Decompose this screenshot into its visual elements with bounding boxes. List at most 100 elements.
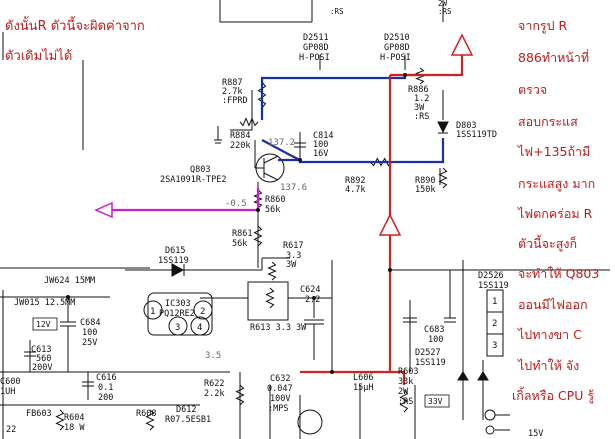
- top-2w-label: 2W: [438, 0, 448, 8]
- c616-value: 0.1: [98, 383, 113, 393]
- magenta-arrow-left: [94, 201, 113, 219]
- fb603-label: FB603: [26, 409, 52, 419]
- annotation-line: กระแสสูง มาก: [518, 176, 595, 192]
- d2510-mode: H-POSI: [380, 53, 411, 63]
- annotation-line: ออนมีไฟออก: [518, 297, 588, 312]
- c814-value: 100: [313, 140, 328, 150]
- d2526-name: D2526: [478, 271, 504, 281]
- l606-name: L606: [353, 373, 373, 383]
- d2511-part: GP08D: [303, 43, 329, 53]
- r603-resistor: [399, 389, 409, 413]
- annotation-line: 886ทำหน้าที่: [518, 49, 589, 65]
- annotation-line: ไฟตกคร่อม R: [517, 206, 593, 221]
- d803-part: 1SS119TD: [456, 130, 497, 140]
- top-rs-label: :RS: [330, 7, 344, 16]
- r604-label: R604: [64, 413, 84, 423]
- r22-label: 22: [6, 425, 16, 435]
- w18-label: 18 W: [64, 423, 85, 433]
- c632-name: C632: [270, 374, 290, 384]
- r884-value: 220k: [230, 141, 250, 151]
- r617-resistor: [267, 261, 277, 281]
- voltage-137-2: 137.2: [268, 138, 295, 148]
- d2527-part: 1SS119: [415, 358, 446, 368]
- r613-label: R613 3.3 3W: [250, 323, 307, 333]
- r860-name: R860: [265, 195, 285, 205]
- r622-resistor: [235, 384, 245, 406]
- r603-value: 33k: [398, 377, 413, 387]
- one-uh-label: 1UH: [0, 387, 15, 397]
- d2511-name: D2511: [303, 33, 329, 43]
- jw624-label: JW624 15MM: [44, 276, 95, 286]
- d2510-name: D2510: [384, 33, 410, 43]
- blue-trace: [260, 73, 420, 120]
- c624-value: 2.2: [305, 295, 320, 305]
- r861-resistor: [253, 225, 263, 247]
- ic303-name: IC303: [165, 299, 191, 309]
- c684-name: C684: [80, 318, 100, 328]
- voltage-neg-0-5: -0.5: [225, 199, 247, 209]
- c684-value: 100: [82, 328, 97, 338]
- r860-resistor: [253, 189, 263, 209]
- d803-name: D803: [456, 121, 476, 131]
- c814-voltage: 16V: [313, 149, 328, 159]
- r860-value: 56k: [265, 205, 280, 215]
- r622-name: R622: [204, 379, 224, 389]
- c613-value: 560: [36, 354, 51, 364]
- c600-label: C600: [0, 377, 20, 387]
- c632-value: 0.047: [267, 384, 293, 394]
- ic-pin-4: 4: [197, 323, 202, 333]
- r622-value: 2.2k: [204, 389, 224, 399]
- d615-name: D615: [165, 246, 185, 256]
- voltage-12v-tag: 12V: [36, 320, 51, 329]
- c683-name: C683: [424, 325, 444, 335]
- voltage-15v: 15V: [528, 429, 543, 439]
- annotation-right: จากรูป R 886ทำหน้าที่ ตรวจ สอบกระแส ไฟ+1…: [512, 18, 599, 404]
- r604-resistor: [55, 409, 65, 431]
- voltage-3-5: 3.5: [205, 351, 221, 361]
- r608-label: R608: [136, 409, 156, 419]
- r886-power: 3W: [414, 103, 425, 113]
- ic303-part: PQ12RE2: [159, 309, 195, 319]
- r861-value: 56k: [232, 239, 247, 249]
- r890-resistor: [438, 167, 448, 189]
- d2511-mode: H-POSI: [299, 53, 330, 63]
- l606-value: 15μH: [353, 383, 373, 393]
- c616-name: C616: [96, 373, 116, 383]
- jw015-label: JW015 12.5MM: [14, 298, 75, 308]
- r884-name: R884: [230, 131, 250, 141]
- c616-voltage: 200: [98, 393, 113, 403]
- c613-voltage: 200V: [32, 363, 52, 373]
- voltage-33v-tag-box: [424, 394, 450, 408]
- c683-value: 100: [428, 335, 443, 345]
- r608-resistor: [145, 409, 155, 431]
- q803-part: 2SA1091R-TPE2: [160, 175, 227, 185]
- r892-resistor: [369, 157, 393, 167]
- r887-type: :FPRD: [222, 96, 248, 106]
- q803-name: Q803: [190, 165, 210, 175]
- r887-value: 2.7k: [222, 87, 242, 97]
- connector-pin-1: 1: [492, 297, 497, 307]
- r603-name: R603: [398, 367, 418, 377]
- r890-value: 150k: [415, 185, 435, 195]
- red-arrow-up: [378, 33, 474, 236]
- ic-pin-2: 2: [200, 307, 205, 317]
- red-trace-top: [390, 55, 464, 77]
- annotation-line: ตัวนี้จะสูงก็: [518, 234, 577, 252]
- r617-name: R617: [283, 241, 303, 251]
- r617-power: 3W: [286, 260, 297, 270]
- voltage-33v-tag: 33V: [428, 397, 443, 406]
- annotation-line: ไปทำให้ จัง: [517, 358, 579, 373]
- annotation-line: สอบกระแส: [518, 114, 578, 129]
- r890-name: R890: [415, 176, 435, 186]
- annotation-line: ดังนั้นR ตัวนี้จะผิดค่าจาก: [5, 16, 145, 34]
- ic-pin-1: 1: [150, 307, 155, 317]
- voltage-137-6: 137.6: [280, 183, 307, 193]
- connector-pin-3: 3: [492, 341, 497, 351]
- r603-type: :RS: [398, 397, 413, 407]
- ic-pin-3: 3: [175, 323, 180, 333]
- r884-resistor: [239, 117, 259, 127]
- annotation-line: ไปทางขา C: [517, 327, 582, 342]
- resistor-symbols: [55, 67, 448, 431]
